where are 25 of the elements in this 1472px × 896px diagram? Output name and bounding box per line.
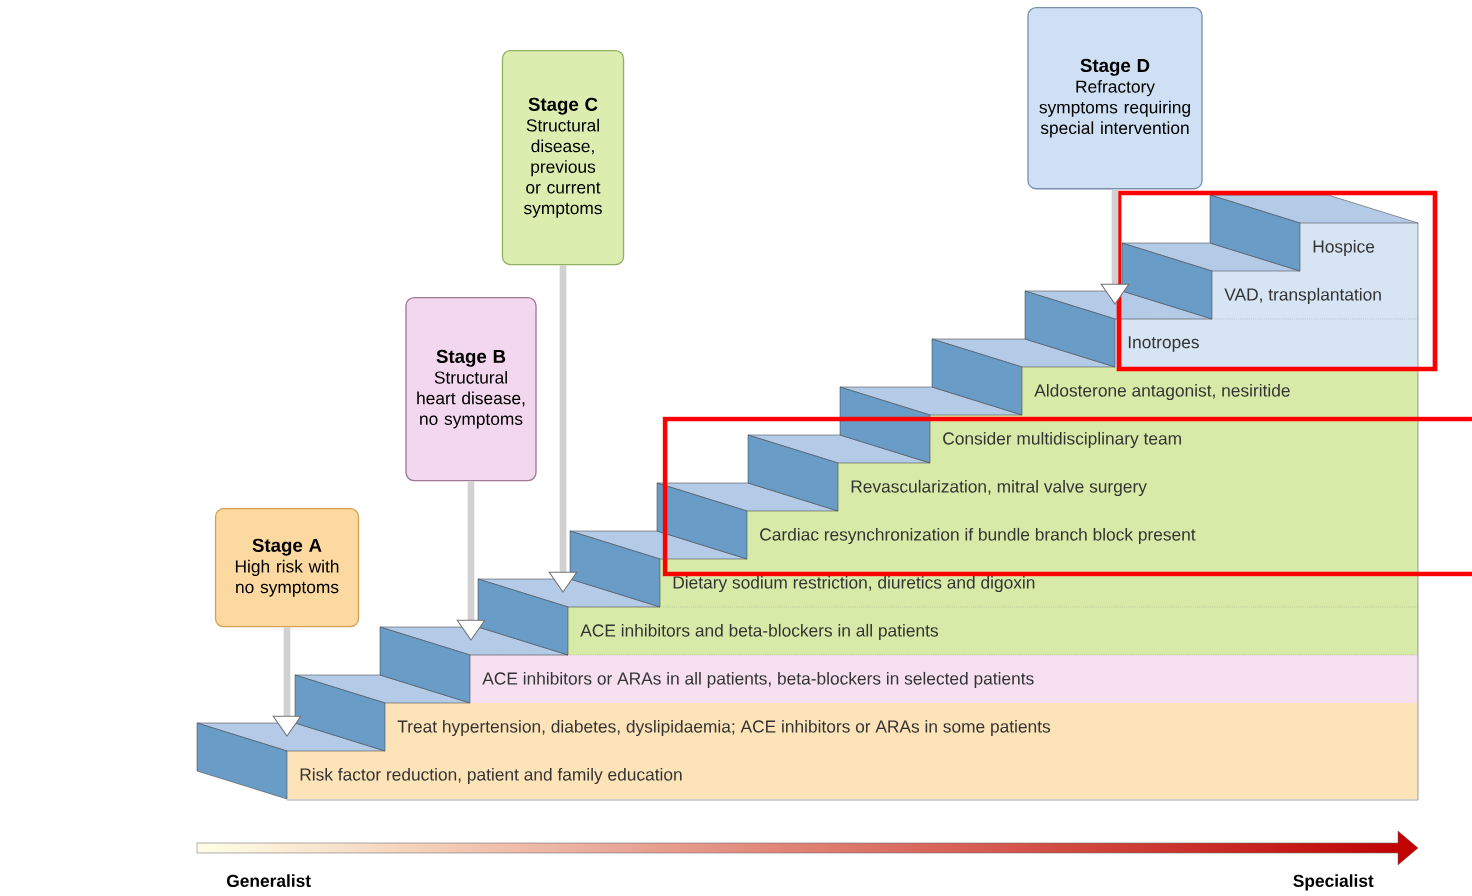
treatment-band: Treat hypertension, diabetes, dyslipidaemia; ACE inhibitors or ARAs in some patients: [385, 703, 1418, 751]
stair-step: [1209, 194, 1419, 272]
scale-label: Generalist: [227, 874, 311, 887]
treatment-band: Consider multidisciplinary team: [930, 415, 1418, 463]
treatment-band: Hospice: [1300, 223, 1418, 271]
stage-box: Stage C Structural disease, previous or current symptoms: [501, 50, 625, 266]
stage-box: Stage A High risk with no symptoms: [214, 508, 360, 628]
treatment-band: Dietary sodium restriction, diuretics and digoxin: [660, 559, 1418, 607]
treatment-band: Aldosterone antagonist, nesiritide: [1022, 367, 1418, 415]
arrow: [272, 627, 302, 737]
arrow: [548, 265, 578, 593]
arrow: [1100, 189, 1130, 305]
arrow: [456, 481, 486, 641]
treatment-band: ACE inhibitors or ARAs in all patients, beta-blockers in selected patients: [470, 655, 1418, 703]
treatment-band: Risk factor reduction, patient and family education: [287, 751, 1418, 799]
treatment-band: ACE inhibitors and beta-blockers in all patients: [568, 607, 1418, 655]
scale-label: Specialist: [1293, 874, 1374, 891]
stair-step: [196, 722, 386, 800]
stage-box: Stage D Refractory symptoms requiring special intervention: [1027, 7, 1203, 190]
treatment-band: Cardiac resynchronization if bundle branch block present: [747, 511, 1418, 559]
treatment-band: Revascularization, mitral valve surgery: [838, 463, 1418, 511]
treatment-band: VAD, transplantation: [1212, 271, 1418, 319]
stage-box: Stage B Structural heart disease, no symptoms: [405, 297, 537, 482]
stair-step: [1024, 290, 1213, 368]
treatment-band: Inotropes: [1115, 319, 1418, 367]
